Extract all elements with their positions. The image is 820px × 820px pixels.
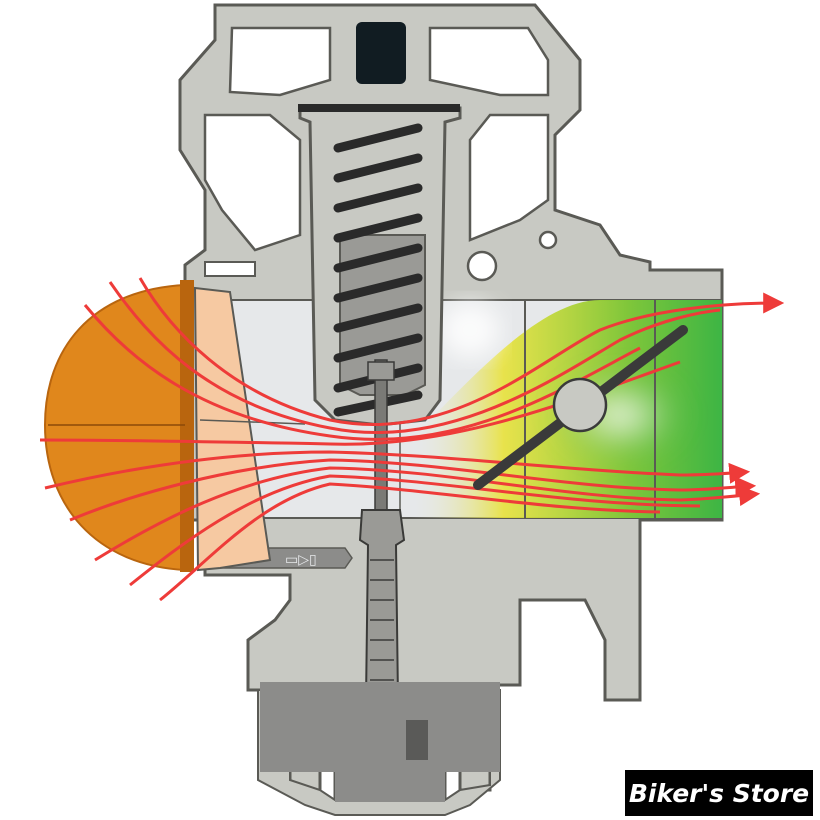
bowl-fuel-lower — [335, 770, 445, 802]
side-cavity-right — [468, 113, 550, 242]
vacuum-port — [356, 22, 406, 84]
jet-thread-lines — [370, 559, 394, 681]
pilot-port — [466, 250, 498, 282]
mixture-light-tip — [440, 302, 500, 358]
side-cavity-left — [203, 113, 302, 252]
vacuum-slide-spring — [333, 123, 423, 417]
air-filter — [43, 283, 186, 572]
float — [406, 720, 428, 760]
choke-slot — [204, 261, 256, 277]
inlet-axis-line — [199, 419, 306, 425]
needle-clip — [367, 361, 395, 381]
pilot-port-small — [538, 230, 558, 250]
piston-cap — [298, 104, 460, 112]
bowl-fuel — [260, 682, 500, 772]
watermark-logo: Biker's Store — [625, 770, 813, 816]
upper-cavity-left — [228, 26, 332, 97]
throttle-shaft — [552, 377, 608, 433]
air-filter-rim — [180, 280, 194, 572]
upper-cavity-right — [428, 26, 550, 97]
airflow-arrows — [39, 277, 785, 602]
pilot-screw-mark: ▭▷▯ — [285, 552, 317, 568]
